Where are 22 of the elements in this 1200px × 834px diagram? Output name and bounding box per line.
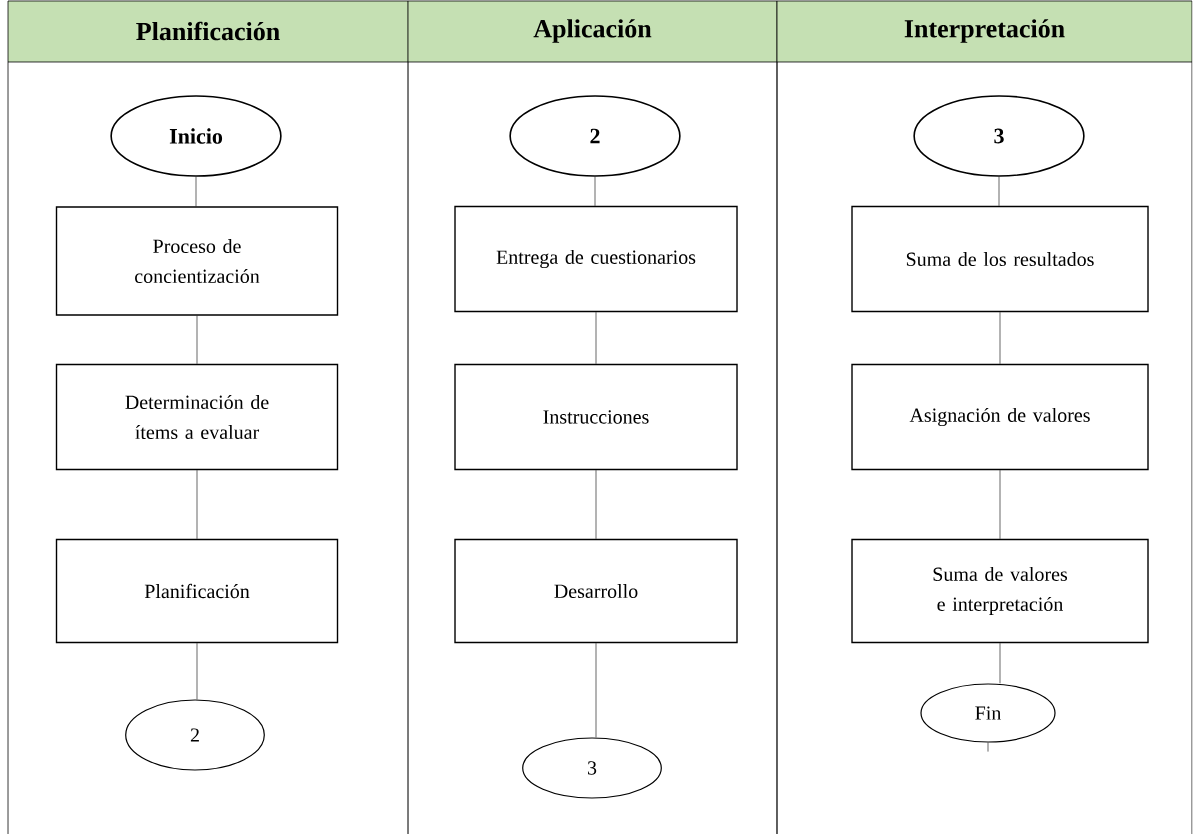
connector-line [595,469,597,540]
connector-line [999,469,1001,540]
connector-line [196,469,198,540]
connector-line [196,315,198,365]
process-box: Planificación [55,538,339,644]
connector-line [998,176,1000,207]
connector-line [196,642,198,700]
process-box: Instrucciones [454,363,738,471]
connector-line [195,176,197,207]
process-box: Suma de los resultados [851,205,1149,313]
connector-line [595,311,597,365]
connector-line [594,176,596,207]
process-box: Determinación de ítems a evaluar [55,363,339,471]
connector-line [999,311,1001,365]
process-box: Asignación de valores [851,363,1149,471]
connector-line [595,642,597,738]
process-box: Suma de valores e interpretación [851,538,1149,644]
process-box: Entrega de cuestionarios [454,205,738,313]
connector-line [987,742,989,752]
process-box: Desarrollo [454,538,738,644]
process-box: Proceso de concientización [55,206,339,316]
connector-line [999,642,1001,684]
